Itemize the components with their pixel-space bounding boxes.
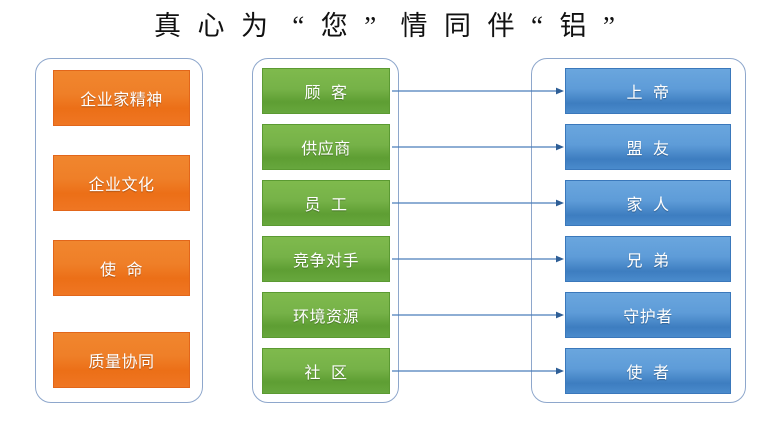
core-value-chip-1[interactable]: 企业家精神 <box>53 70 190 126</box>
stakeholder-label-2: 供应商 <box>301 141 351 158</box>
stakeholder-chip-2[interactable]: 供应商 <box>262 124 390 170</box>
core-value-label-3: 使 命 <box>100 262 143 279</box>
stakeholder-label-3: 员 工 <box>304 197 348 214</box>
stakeholder-label-5: 环境资源 <box>292 309 359 326</box>
role-chip-3[interactable]: 家 人 <box>565 180 731 226</box>
role-chip-5[interactable]: 守护者 <box>565 292 731 338</box>
core-value-label-1: 企业家精神 <box>80 92 163 109</box>
role-chip-1[interactable]: 上 帝 <box>565 68 731 114</box>
slide-title-text: 真 心 为 “ 您 ” 情 同 伴 “ 铝 ” <box>154 10 616 41</box>
core-value-label-2: 企业文化 <box>88 177 155 194</box>
stakeholder-label-6: 社 区 <box>304 365 348 382</box>
stakeholder-chip-5[interactable]: 环境资源 <box>262 292 390 338</box>
stakeholders-panel-outline <box>252 58 399 403</box>
core-value-chip-2[interactable]: 企业文化 <box>53 155 190 211</box>
role-chip-6[interactable]: 使 者 <box>565 348 731 394</box>
role-label-1: 上 帝 <box>626 85 670 102</box>
role-label-2: 盟 友 <box>626 141 670 158</box>
stakeholder-chip-3[interactable]: 员 工 <box>262 180 390 226</box>
core-value-chip-3[interactable]: 使 命 <box>53 240 190 296</box>
role-chip-2[interactable]: 盟 友 <box>565 124 731 170</box>
stakeholder-label-4: 竞争对手 <box>292 253 359 270</box>
roles-panel-outline <box>531 58 746 403</box>
stakeholder-chip-4[interactable]: 竞争对手 <box>262 236 390 282</box>
core-values-panel-outline <box>35 58 203 403</box>
core-value-chip-4[interactable]: 质量协同 <box>53 332 190 388</box>
role-chip-4[interactable]: 兄 弟 <box>565 236 731 282</box>
stakeholder-label-1: 顾 客 <box>304 85 348 102</box>
role-label-6: 使 者 <box>626 365 670 382</box>
role-label-5: 守护者 <box>623 309 673 326</box>
role-label-4: 兄 弟 <box>626 253 670 270</box>
slide-title: 真 心 为 “ 您 ” 情 同 伴 “ 铝 ” <box>0 4 770 48</box>
role-label-3: 家 人 <box>626 197 670 214</box>
stakeholder-chip-6[interactable]: 社 区 <box>262 348 390 394</box>
core-value-label-4: 质量协同 <box>88 354 155 371</box>
stakeholder-chip-1[interactable]: 顾 客 <box>262 68 390 114</box>
